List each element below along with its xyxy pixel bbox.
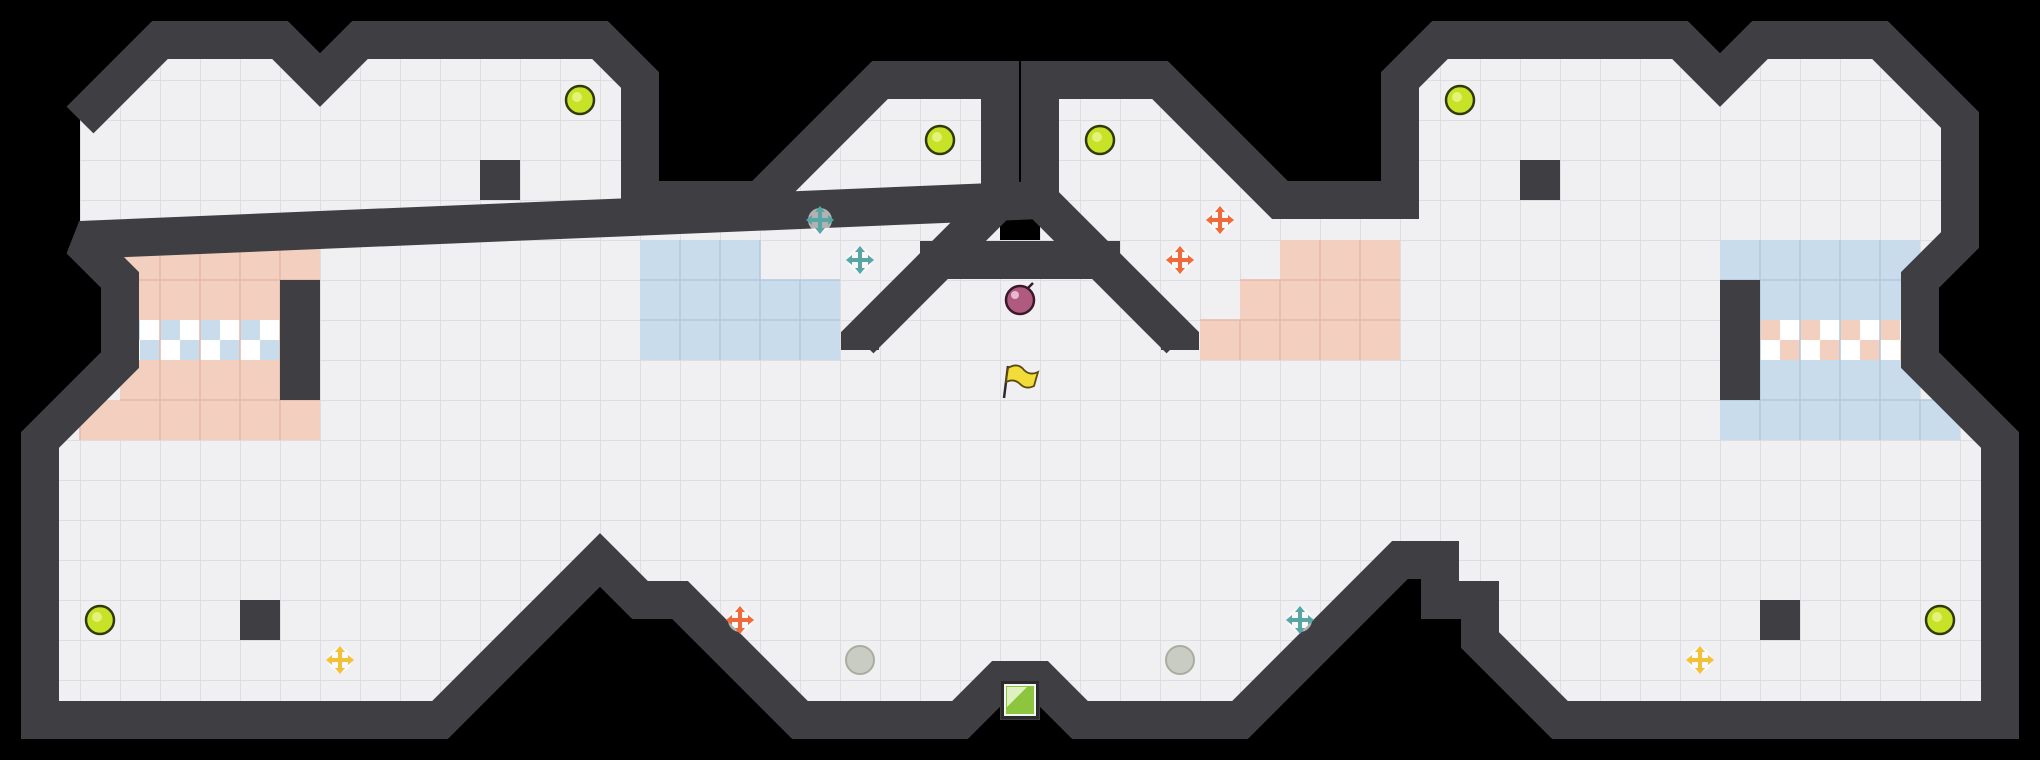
boost-pad-icon xyxy=(326,646,354,674)
spawn-marker-icon xyxy=(845,645,875,675)
spawn-marker-icon xyxy=(1165,645,1195,675)
powerup-icon xyxy=(564,84,596,116)
portal-icon xyxy=(1001,681,1039,719)
boost-pad-icon xyxy=(726,606,754,634)
powerup-icon xyxy=(84,604,116,636)
red-zone-center-right xyxy=(1200,240,1400,360)
powerup-icon xyxy=(1444,84,1476,116)
boost-pad-icon xyxy=(1166,246,1194,274)
boost-pad-icon xyxy=(806,206,834,234)
boost-pad-icon xyxy=(1206,206,1234,234)
powerup-icon xyxy=(1084,124,1116,156)
boost-pad-icon xyxy=(1286,606,1314,634)
flag-icon xyxy=(1002,364,1040,399)
powerup-icon xyxy=(924,124,956,156)
blue-zone-center-left xyxy=(640,240,840,360)
boost-pad-icon xyxy=(846,246,874,274)
outer-wall xyxy=(21,21,2019,739)
boost-pad-icon xyxy=(1686,646,1714,674)
center-v-wall xyxy=(841,120,1199,354)
powerup-icon xyxy=(1924,604,1956,636)
bomb-icon xyxy=(1004,282,1036,316)
